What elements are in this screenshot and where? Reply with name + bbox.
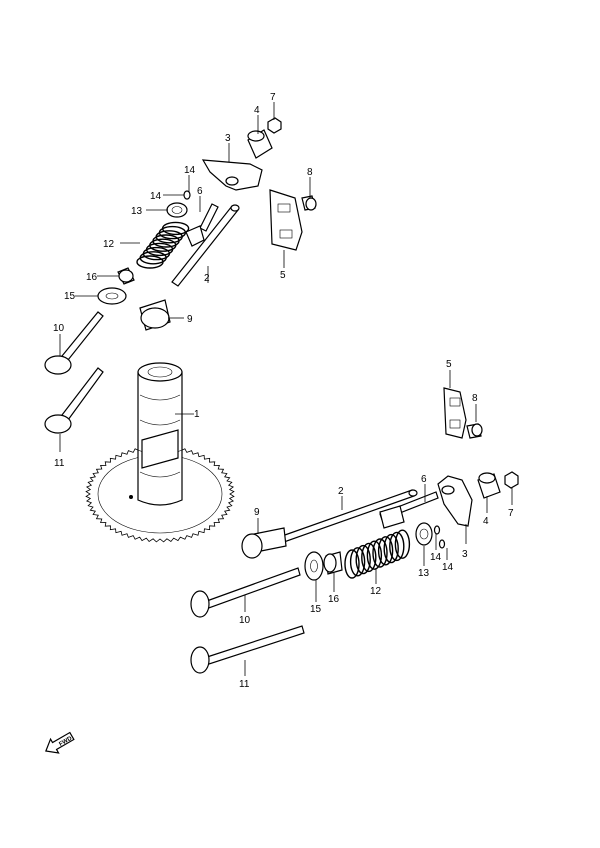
callout-top-15: 15: [64, 291, 76, 302]
callout-top-6: 6: [197, 186, 203, 197]
callout-bottom-3: 3: [462, 549, 468, 560]
callouts-top: 1 2 3 4 5 6 7 8 9 10 11 12 13 14 14 15 1…: [53, 92, 313, 469]
callout-bottom-14a: 14: [430, 552, 442, 563]
part-6-rod-bottom: [379, 491, 439, 529]
callout-top-8: 8: [307, 167, 313, 178]
part-11-valve-top: [44, 367, 104, 434]
part-5-bracket-top: [269, 189, 303, 251]
part-14-cotter-top: [183, 190, 191, 200]
part-8-bolt-bottom: [466, 423, 483, 439]
callouts-bottom: 2 3 4 5 6 7 8 9 10 11 12 13 14 14 15 16: [239, 359, 514, 690]
part-15-washer-top: [97, 287, 127, 305]
callout-bottom-9: 9: [254, 507, 260, 518]
part-12-spring-top: [136, 221, 190, 269]
part-14-cotter-bottom: [433, 525, 446, 549]
part-10-valve-top: [44, 311, 104, 375]
callout-bottom-4: 4: [483, 516, 489, 527]
callout-bottom-7: 7: [508, 508, 514, 519]
callout-top-5: 5: [280, 270, 286, 281]
callout-bottom-13: 13: [418, 568, 430, 579]
callout-top-16: 16: [86, 272, 98, 283]
callout-bottom-14b: 14: [442, 562, 454, 573]
part-2-pushrod-top: [171, 204, 240, 287]
part-11-valve-bottom: [190, 625, 305, 674]
callout-bottom-16: 16: [328, 594, 340, 605]
part-10-valve-bottom: [190, 567, 301, 618]
part-16-seal-bottom: [323, 551, 343, 575]
part-13-retainer-bottom: [415, 522, 433, 546]
callout-bottom-2: 2: [338, 486, 344, 497]
callout-bottom-6: 6: [421, 474, 427, 485]
callout-top-10: 10: [53, 323, 65, 334]
callout-top-13: 13: [131, 206, 143, 217]
camshaft: [137, 362, 183, 506]
callout-bottom-12: 12: [370, 586, 382, 597]
part-8-bolt-top: [301, 195, 317, 211]
part-15-washer-bottom: [304, 551, 324, 581]
part-3-rocker-arm-bottom: [437, 475, 473, 527]
callout-top-9: 9: [187, 314, 193, 325]
part-4-adjuster-top: [247, 129, 273, 159]
part-12-spring-bottom: [344, 529, 411, 579]
callout-top-4: 4: [254, 105, 260, 116]
leader-lines: [59, 102, 513, 676]
fwd-badge: FWD: [45, 731, 75, 754]
part-7-nut-top: [267, 117, 282, 134]
callout-top-1: 1: [194, 409, 200, 420]
callout-bottom-10: 10: [239, 615, 251, 626]
callout-top-3: 3: [225, 133, 231, 144]
part-5-bracket-bottom: [443, 387, 467, 439]
part-16-seal-top: [117, 267, 135, 285]
callout-top-2: 2: [204, 273, 210, 284]
callout-top-11: 11: [54, 458, 65, 469]
part-6-rod-top: [185, 203, 219, 247]
callout-bottom-15: 15: [310, 604, 322, 615]
part-9-tappet-bottom: [241, 527, 287, 559]
part-7-nut-bottom: [504, 471, 519, 489]
part-13-retainer-top: [166, 202, 188, 218]
callout-bottom-5: 5: [446, 359, 452, 370]
callout-bottom-8: 8: [472, 393, 478, 404]
part-4-adjuster-bottom: [477, 472, 501, 499]
part-3-rocker-arm-top: [201, 159, 263, 191]
fwd-arrow-icon: [45, 731, 75, 754]
callout-top-14b: 14: [150, 191, 162, 202]
callout-top-14a: 14: [184, 165, 196, 176]
part-9-tappet-top: [139, 299, 171, 331]
callout-top-12: 12: [103, 239, 115, 250]
callout-bottom-11: 11: [239, 679, 250, 690]
callout-top-7: 7: [270, 92, 276, 103]
